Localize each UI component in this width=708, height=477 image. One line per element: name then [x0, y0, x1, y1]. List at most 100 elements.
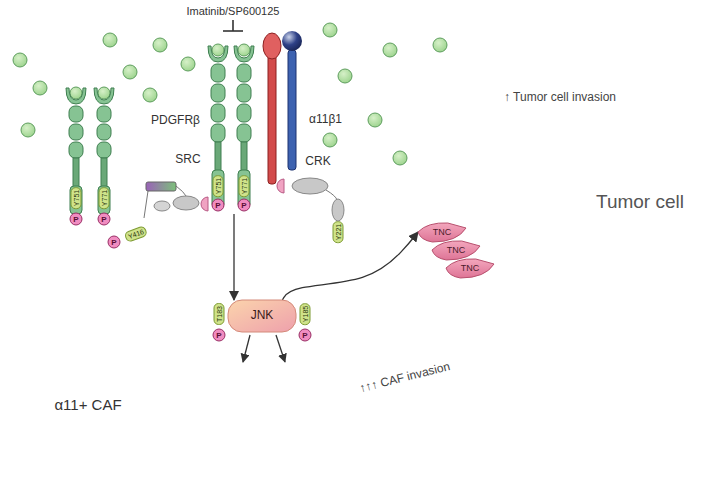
residue-label: Y771	[239, 175, 250, 197]
src-kinase-shape-part-part	[144, 191, 148, 218]
integrin-shape-part-part	[282, 31, 302, 51]
ligands-part	[153, 38, 167, 52]
node-label: α11β1	[309, 113, 342, 127]
pdgfr-receptor-shape-part-part	[234, 46, 254, 62]
ligands-part	[368, 113, 382, 127]
caf-cell-shape-part	[20, 164, 578, 440]
phospho-mark: P	[212, 199, 225, 212]
node-label: TNC	[447, 245, 466, 255]
node-label: Tumor cell	[596, 191, 684, 213]
signal-arrow	[233, 214, 234, 300]
phospho-mark: P	[299, 329, 312, 342]
left-receptor-part	[69, 106, 83, 122]
pdgfr-receptor-shape-part	[208, 44, 254, 208]
nuclear-arrows	[243, 335, 285, 362]
pdgfr-receptor-shape-part-part	[211, 64, 225, 82]
crk-adaptor-shape-part-part	[292, 178, 328, 194]
tnc-protein-shape-part	[432, 241, 480, 260]
tnc-protein-shape-part-part	[446, 259, 494, 278]
src-kinase-shape-part	[144, 182, 208, 218]
caf-cell-shape-part-part-part	[226, 367, 318, 423]
left-receptor-part	[94, 88, 114, 104]
crk-adaptor-shape-part	[277, 178, 344, 221]
phospho-mark: P	[238, 199, 251, 212]
src-kinase-shape-part-part	[146, 182, 176, 191]
tnc-protein-shape-part-part	[432, 241, 480, 260]
annotation: ↑↑↑ CAF invasion	[358, 360, 451, 396]
pdgfr-receptor-shape-part-part	[237, 104, 251, 122]
annotation: ↑ Tumor cell invasion	[504, 91, 616, 105]
pdgfr-receptor-shape-part-part	[208, 46, 228, 62]
inhibition-bar-part	[223, 30, 243, 32]
node-label: SRC	[175, 153, 200, 167]
node-label: TNC	[461, 263, 480, 273]
left-receptor-part	[73, 158, 79, 188]
integrin: α11β1	[262, 28, 306, 193]
ligands-part	[383, 43, 397, 57]
integrin-shape-part	[263, 31, 302, 184]
node-label: JNK	[251, 309, 274, 323]
annotation: Imatinib/SP600125	[187, 5, 280, 18]
pdgfr-receptor-shape-part-part	[211, 84, 225, 102]
integrin-shape-part-part	[263, 33, 281, 59]
tnc-protein-shape-part	[418, 223, 466, 242]
src-kinase-shape-part-part	[201, 197, 208, 211]
ligands-part	[33, 81, 47, 95]
src-kinase-shape-part-part	[176, 186, 186, 196]
src-kinase-shape-part-part	[154, 201, 170, 211]
residue-label: T183	[214, 303, 225, 325]
tnc-protein-shape-part	[446, 259, 494, 278]
tumor-cell-shape-part-part	[424, 76, 692, 398]
signal-arrow	[282, 232, 418, 300]
ligands-part	[143, 88, 157, 102]
left-receptor-part	[98, 87, 110, 99]
pdgfr-receptor-shape-part-part	[211, 104, 225, 122]
jnk-kinase-shape-part-part	[228, 300, 296, 332]
left-receptor-part	[66, 88, 86, 104]
src-kinase-shape	[140, 168, 208, 218]
integrin-shape	[262, 28, 306, 193]
inhibition-bar-part	[232, 20, 234, 31]
left-receptor-part	[98, 186, 110, 214]
pdgfr-receptor-shape-part-part	[237, 124, 251, 142]
ligands-part	[323, 23, 337, 37]
node-label: CRK	[305, 155, 330, 169]
node-label: PDGFRβ	[151, 114, 200, 128]
left-receptor-part	[97, 106, 111, 122]
crk-adaptor-shape-part-part	[332, 199, 344, 221]
tumor-cell-shape-part-part-part	[424, 76, 692, 398]
left-receptor-part	[101, 158, 107, 188]
tumor-cell-shape-part-part-part	[534, 221, 602, 269]
tumor-cell-shape	[415, 72, 703, 407]
nuclear-arrows-part	[276, 335, 285, 362]
phospho-mark: P	[213, 329, 226, 342]
pdgfr-receptor-shape-part-part	[238, 44, 250, 56]
nuclear-arrows-part	[243, 335, 250, 362]
jnk-kinase: JNK	[228, 300, 296, 332]
caf-cell-shape-part-part	[20, 164, 578, 440]
crk-adaptor-shape-part-part	[277, 179, 284, 193]
ligands	[13, 23, 447, 165]
residue-label: Y751	[71, 187, 82, 209]
tumor-cell: TNC TNC TNC Tumor cell	[415, 72, 703, 407]
integrin-shape-part-part	[288, 50, 296, 170]
ligands-part	[338, 69, 352, 83]
phospho-mark: P	[108, 236, 121, 249]
phospho-mark: P	[70, 213, 83, 226]
left-receptor-part	[70, 87, 82, 99]
node-label: TNC	[433, 227, 452, 237]
ligands-part	[21, 123, 35, 137]
src-kinase: SRC	[140, 168, 208, 218]
tnc-protein: TNC	[446, 258, 494, 278]
residue-label: Y416	[124, 225, 149, 243]
ligands-part	[13, 53, 27, 67]
tumor-cell-shape-part	[424, 76, 692, 398]
left-receptor-part	[69, 124, 83, 140]
left-receptor	[66, 87, 114, 214]
pdgfr-receptor-shape-part-part	[212, 44, 224, 56]
left-receptor-part	[97, 124, 111, 140]
ligands-part	[181, 57, 195, 71]
pdgfr-receptor-shape-part-part	[215, 142, 221, 172]
caf-cell-shape-part-part-part	[20, 164, 578, 440]
residue-label: Y185	[300, 303, 311, 325]
